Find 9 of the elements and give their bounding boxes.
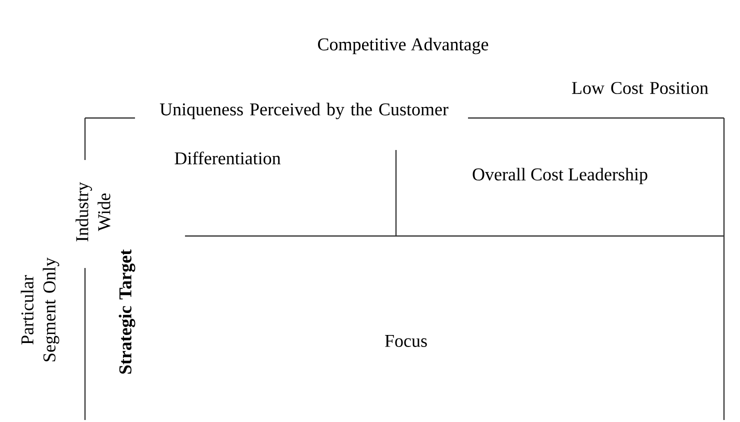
axis-label: Industry Wide bbox=[76, 182, 110, 242]
axis-title: Strategic Target bbox=[118, 249, 136, 374]
heading: Competitive Advantage bbox=[318, 38, 488, 54]
axis-label: Low Cost Position bbox=[572, 82, 708, 94]
cell-label: Focus bbox=[385, 335, 427, 347]
cell-label: Differentiation bbox=[174, 152, 281, 164]
cell-label: Overall Cost Leadership bbox=[472, 168, 648, 184]
axis-label: Uniqueness Perceived by the Customer bbox=[160, 102, 448, 120]
axis-label: Particular Segment Only bbox=[20, 258, 60, 362]
